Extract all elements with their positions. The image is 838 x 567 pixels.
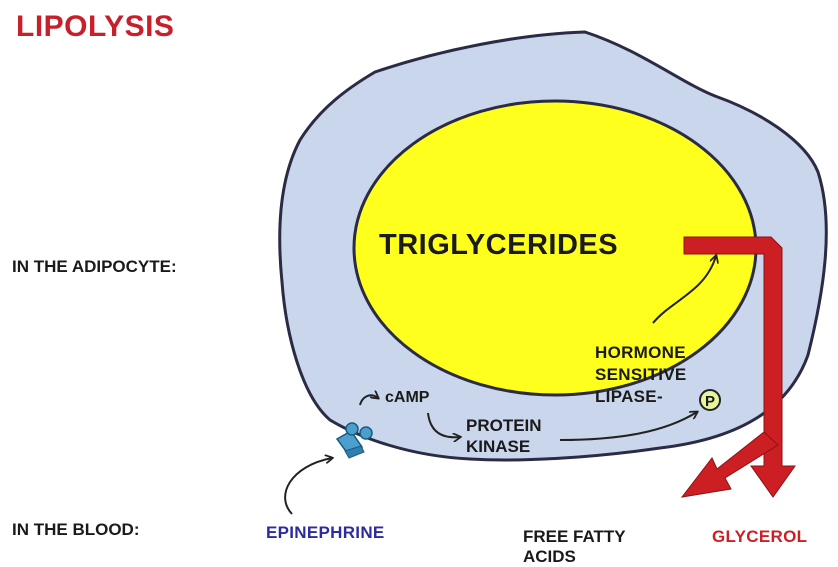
camp-label: cAMP bbox=[385, 389, 429, 407]
epinephrine-to-receptor-arrow bbox=[285, 458, 332, 514]
phosphate-symbol: P bbox=[705, 393, 715, 410]
row-label-blood: IN THE BLOOD: bbox=[12, 520, 140, 540]
lipase-label-line-2: SENSITIVE bbox=[595, 364, 687, 386]
ffa-label-line-2: ACIDS bbox=[523, 547, 626, 567]
kinase-label-line-2: KINASE bbox=[466, 436, 542, 457]
lipase-label-line-1: HORMONE bbox=[595, 342, 687, 364]
triglycerides-label: TRIGLYCERIDES bbox=[379, 229, 618, 262]
epinephrine-label: EPINEPHRINE bbox=[266, 523, 385, 543]
protein-kinase-label: PROTEIN KINASE bbox=[466, 415, 542, 457]
hormone-sensitive-lipase-label: HORMONE SENSITIVE LIPASE- bbox=[595, 342, 687, 408]
row-label-adipocyte: IN THE ADIPOCYTE: bbox=[12, 257, 177, 277]
lipase-label-line-3: LIPASE- bbox=[595, 386, 687, 408]
ffa-label-line-1: FREE FATTY bbox=[523, 527, 626, 547]
glycerol-label: GLYCEROL bbox=[712, 527, 807, 547]
kinase-label-line-1: PROTEIN bbox=[466, 415, 542, 436]
diagram-title: LIPOLYSIS bbox=[16, 10, 174, 45]
free-fatty-acids-label: FREE FATTY ACIDS bbox=[523, 527, 626, 567]
